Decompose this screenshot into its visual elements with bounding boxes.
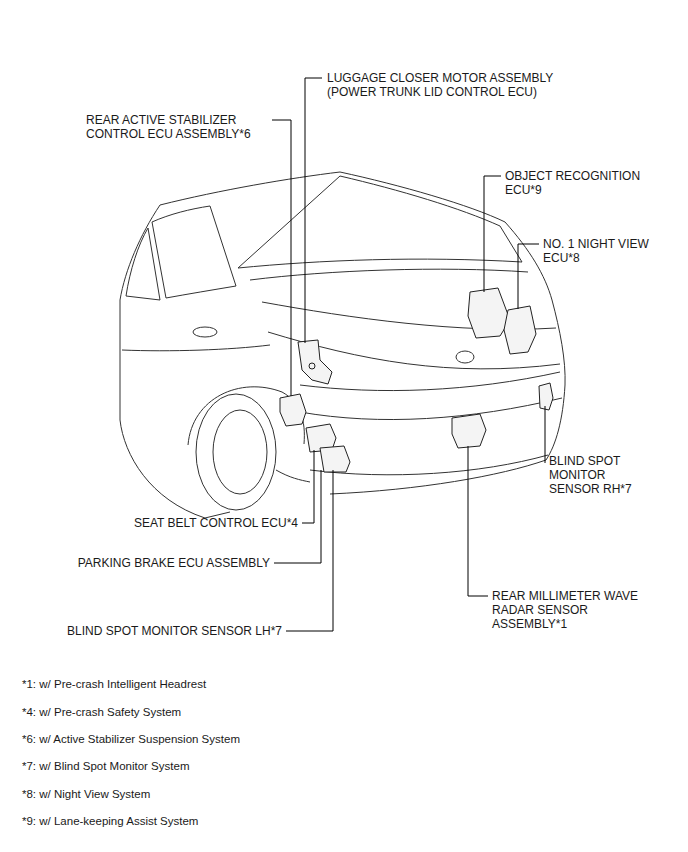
footnote: *9: w/ Lane-keeping Assist System (22, 814, 198, 828)
front-lower (120, 420, 205, 518)
footnote: *4: w/ Pre-crash Safety System (22, 705, 181, 719)
part-label: PARKING BRAKE ECU ASSEMBLY (78, 556, 270, 570)
night-view-ecu (504, 306, 536, 354)
leader-line (518, 244, 539, 309)
leader-line (545, 406, 546, 463)
part-label: BLIND SPOT MONITOR SENSOR LH*7 (67, 624, 282, 638)
part-label: LUGGAGE CLOSER MOTOR ASSEMBLY (POWER TRU… (327, 71, 567, 99)
leader-line (272, 120, 291, 396)
leader-line (468, 446, 488, 596)
rear-glass (238, 176, 522, 268)
motor-bolt (309, 363, 315, 369)
trunk-edge (300, 372, 560, 391)
body-outline (120, 172, 565, 494)
rear-radar-sensor (452, 414, 486, 448)
leader-line (302, 450, 314, 523)
leader-lines (272, 78, 545, 631)
components (280, 288, 553, 472)
leader-line (286, 470, 333, 631)
door-handle (193, 327, 217, 337)
part-label: REAR ACTIVE STABILIZER CONTROL ECU ASSEM… (86, 113, 264, 141)
side-line (122, 345, 270, 351)
parking-brake-ecu (320, 446, 350, 472)
footnote: *6: w/ Active Stabilizer Suspension Syst… (22, 732, 240, 746)
rear-emblem (456, 351, 474, 363)
footnote: *1: w/ Pre-crash Intelligent Headrest (22, 677, 206, 691)
leader-line (484, 176, 501, 292)
tire (196, 394, 276, 510)
footnote: *8: w/ Night View System (22, 787, 150, 801)
part-label: REAR MILLIMETER WAVE RADAR SENSOR ASSEMB… (492, 589, 650, 631)
trunk-deck (250, 269, 528, 280)
leader-line (305, 78, 322, 343)
part-label: NO. 1 NIGHT VIEW ECU*8 (543, 237, 665, 265)
front-window (126, 228, 160, 300)
part-label: SEAT BELT CONTROL ECU*4 (134, 516, 298, 530)
car-body (120, 172, 565, 518)
rim (213, 410, 267, 494)
bumper-top (300, 398, 562, 420)
part-label: BLIND SPOT MONITOR SENSOR RH*7 (549, 454, 645, 496)
active-stabilizer-ecu (280, 394, 306, 426)
rocker (205, 470, 310, 518)
quarter-window (152, 206, 236, 298)
footnote: *7: w/ Blind Spot Monitor System (22, 759, 189, 773)
part-label: OBJECT RECOGNITION ECU*9 (505, 169, 655, 197)
blind-spot-sensor-rh (539, 383, 553, 410)
luggage-closer-motor (298, 340, 332, 384)
